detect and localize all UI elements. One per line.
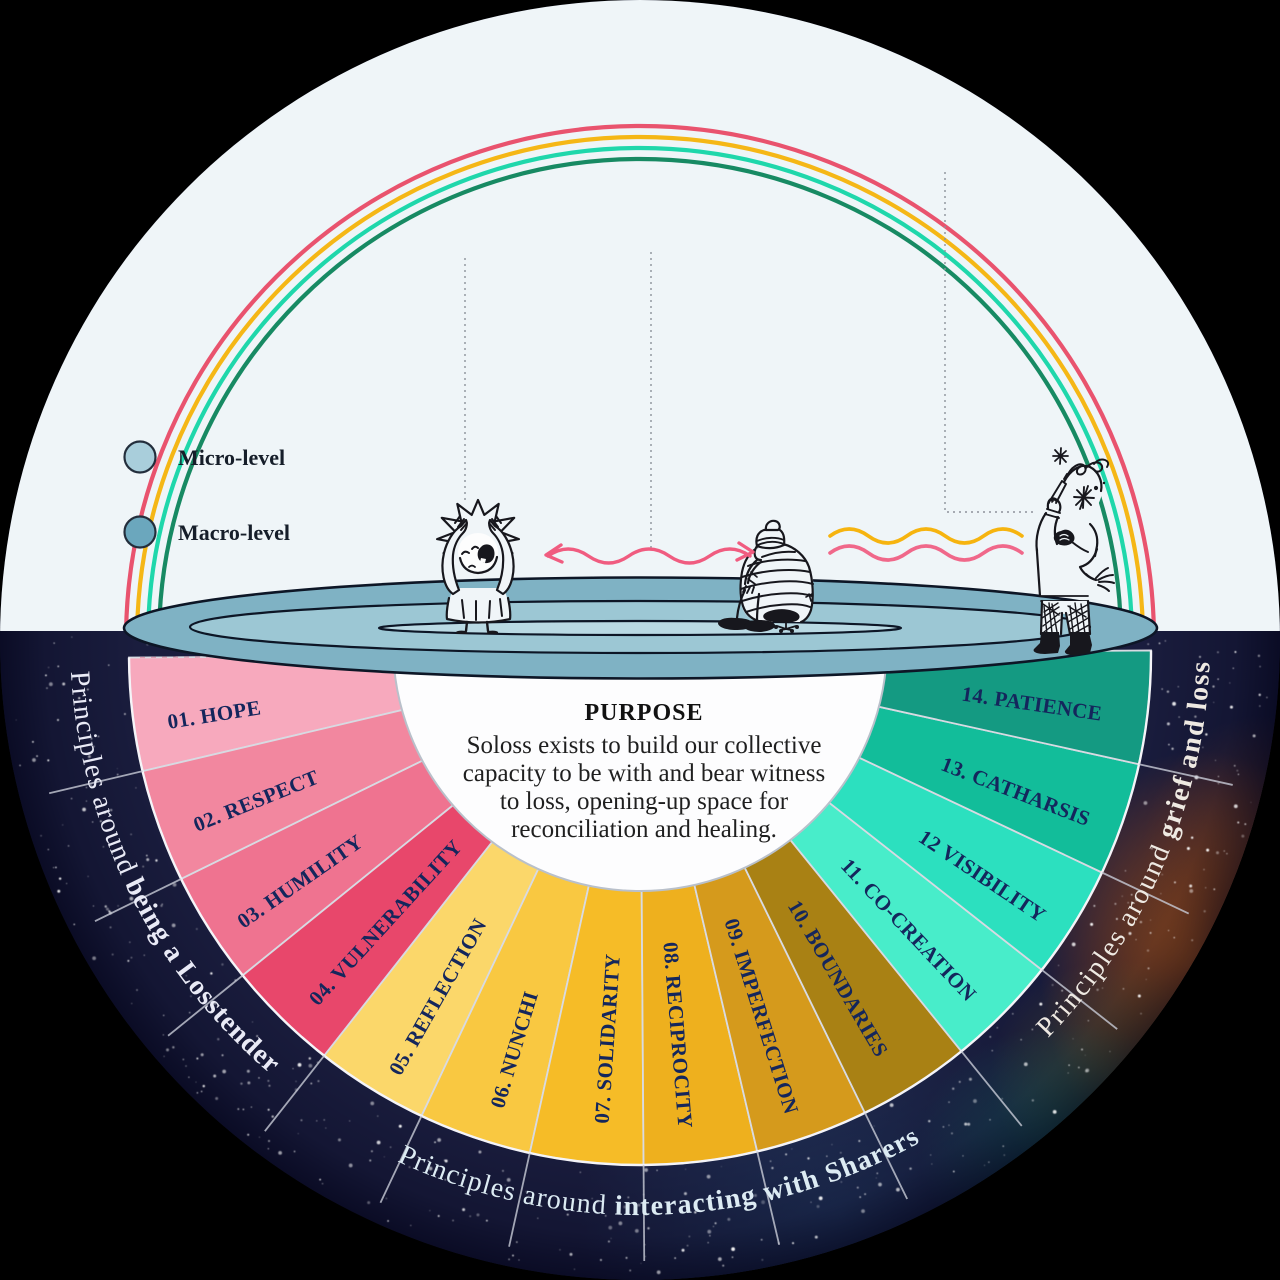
svg-text:reconciliation and healing.: reconciliation and healing.	[511, 816, 777, 843]
svg-text:capacity to be with and bear w: capacity to be with and bear witness	[463, 760, 825, 787]
svg-text:Macro-level: Macro-level	[178, 520, 290, 545]
svg-text:to loss, opening-up space for: to loss, opening-up space for	[500, 788, 789, 815]
svg-text:Micro-level: Micro-level	[178, 445, 285, 470]
svg-text:PURPOSE: PURPOSE	[584, 700, 703, 726]
svg-text:Soloss exists to build our col: Soloss exists to build our collective	[467, 732, 822, 759]
